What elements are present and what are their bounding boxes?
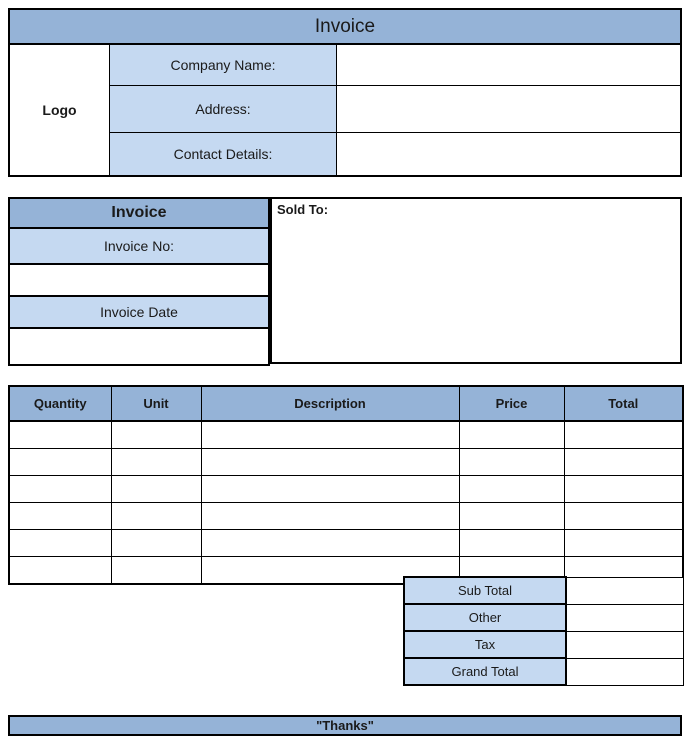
address-label: Address: [110, 86, 337, 133]
invoice-title-bar: Invoice [8, 8, 682, 45]
items-table-body [8, 420, 684, 585]
item-cell-description[interactable] [200, 529, 460, 557]
item-cell-unit[interactable] [110, 475, 202, 503]
item-cell-price[interactable] [458, 502, 565, 530]
item-cell-quantity[interactable] [8, 529, 112, 557]
summary-row: Other [403, 603, 684, 632]
other-field[interactable] [565, 603, 684, 632]
items-table: Quantity Unit Description Price Total [8, 385, 684, 585]
item-cell-description[interactable] [200, 502, 460, 530]
item-row [8, 448, 684, 476]
column-header-total: Total [563, 385, 684, 422]
item-cell-quantity[interactable] [8, 502, 112, 530]
item-cell-total[interactable] [563, 448, 684, 476]
invoice-no-field[interactable] [10, 265, 268, 297]
summary-row: Grand Total [403, 657, 684, 686]
thanks-message: "Thanks" [316, 718, 374, 733]
subtotal-field[interactable] [565, 576, 684, 605]
company-name-field[interactable] [337, 45, 680, 86]
other-label: Other [403, 603, 567, 632]
invoice-no-label: Invoice No: [10, 229, 268, 265]
item-cell-price[interactable] [458, 448, 565, 476]
company-section: Logo Company Name: Address: Contact Deta… [8, 45, 682, 177]
column-header-unit: Unit [110, 385, 202, 422]
item-cell-quantity[interactable] [8, 420, 112, 449]
thanks-bar: "Thanks" [8, 715, 682, 736]
invoice-title: Invoice [314, 15, 376, 37]
address-field[interactable] [337, 86, 680, 133]
item-cell-quantity[interactable] [8, 448, 112, 476]
grand-total-field[interactable] [565, 657, 684, 686]
grand-total-label: Grand Total [403, 657, 567, 686]
invoice-info-panel: Invoice Invoice No: Invoice Date [8, 197, 270, 366]
subtotal-label: Sub Total [403, 576, 567, 605]
item-cell-unit[interactable] [110, 556, 202, 585]
item-cell-quantity[interactable] [8, 475, 112, 503]
invoice-date-label: Invoice Date [10, 297, 268, 329]
item-cell-price[interactable] [458, 475, 565, 503]
summary-row: Tax [403, 630, 684, 659]
item-row [8, 529, 684, 557]
column-header-price: Price [458, 385, 565, 422]
item-row [8, 475, 684, 503]
item-cell-total[interactable] [563, 502, 684, 530]
column-header-description: Description [200, 385, 460, 422]
item-cell-description[interactable] [200, 420, 460, 449]
items-table-header: Quantity Unit Description Price Total [8, 385, 684, 422]
sold-to-box[interactable]: Sold To: [270, 197, 682, 364]
item-cell-unit[interactable] [110, 529, 202, 557]
totals-summary: Sub Total Other Tax Grand Total [403, 576, 684, 686]
item-cell-price[interactable] [458, 420, 565, 449]
item-cell-unit[interactable] [110, 420, 202, 449]
item-cell-unit[interactable] [110, 502, 202, 530]
item-cell-unit[interactable] [110, 448, 202, 476]
company-name-label: Company Name: [110, 45, 337, 86]
sold-to-label: Sold To: [277, 202, 329, 217]
item-cell-quantity[interactable] [8, 556, 112, 585]
logo-placeholder: Logo [10, 45, 110, 175]
contact-details-label: Contact Details: [110, 133, 337, 175]
tax-field[interactable] [565, 630, 684, 659]
invoice-date-field[interactable] [10, 329, 268, 364]
invoice-info-title: Invoice [10, 199, 268, 229]
summary-row: Sub Total [403, 576, 684, 605]
tax-label: Tax [403, 630, 567, 659]
item-row [8, 502, 684, 530]
item-row [8, 420, 684, 449]
item-cell-total[interactable] [563, 475, 684, 503]
item-cell-total[interactable] [563, 529, 684, 557]
column-header-quantity: Quantity [8, 385, 112, 422]
item-cell-total[interactable] [563, 420, 684, 449]
item-cell-description[interactable] [200, 475, 460, 503]
contact-details-field[interactable] [337, 133, 680, 175]
item-cell-price[interactable] [458, 529, 565, 557]
item-cell-description[interactable] [200, 448, 460, 476]
